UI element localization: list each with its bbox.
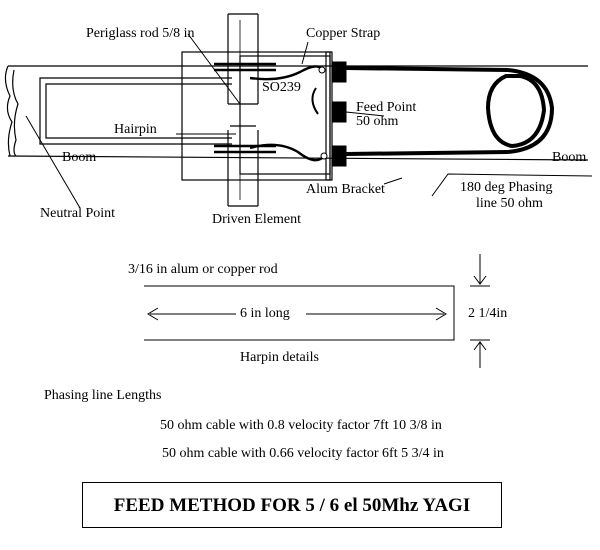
hairpin-length-label: 6 in long (240, 306, 290, 321)
feed-point-label-line2: 50 ohm (356, 114, 399, 129)
periglass-rod-label: Periglass rod 5/8 in (86, 26, 195, 41)
phasing-line-label-line1: 180 deg Phasing (460, 180, 553, 195)
leader-lines (25, 33, 593, 209)
hairpin-spacing-label: 2 1/4in (468, 306, 508, 321)
alum-bracket-label: Alum Bracket (306, 182, 385, 197)
phasing-length-row: 50 ohm cable with 0.8 velocity factor 7f… (160, 418, 442, 433)
copper-strap-wires (249, 65, 325, 162)
hairpin-details-caption: Harpin details (240, 350, 319, 365)
driven-element-drawing (227, 13, 259, 207)
phasing-length-row: 50 ohm cable with 0.66 velocity factor 6… (162, 446, 444, 461)
boom-label-right: Boom (552, 150, 587, 165)
boom (4, 65, 589, 161)
boom-label-left: Boom (62, 150, 97, 165)
diagram-title: FEED METHOD FOR 5 / 6 el 50Mhz YAGI (113, 495, 471, 516)
phasing-lengths-heading: Phasing line Lengths (44, 388, 162, 403)
copper-strap-label: Copper Strap (306, 26, 381, 41)
hairpin-drawing (39, 77, 232, 145)
feed-point-label-line1: Feed Point (356, 100, 417, 115)
element-clamps (214, 62, 276, 154)
hairpin-label: Hairpin (114, 122, 157, 137)
phasing-line-label-line2: line 50 ohm (476, 196, 543, 211)
title-box: FEED METHOD FOR 5 / 6 el 50Mhz YAGI (82, 482, 502, 528)
feed-point-connector (311, 61, 347, 167)
phasing-line-loop (345, 66, 555, 156)
driven-element-label: Driven Element (212, 212, 302, 227)
hairpin-rod-material-label: 3/16 in alum or copper rod (128, 262, 278, 277)
hairpin-detail-drawing (144, 254, 490, 368)
neutral-point-label: Neutral Point (40, 206, 116, 221)
so239-label: SO239 (262, 80, 301, 95)
